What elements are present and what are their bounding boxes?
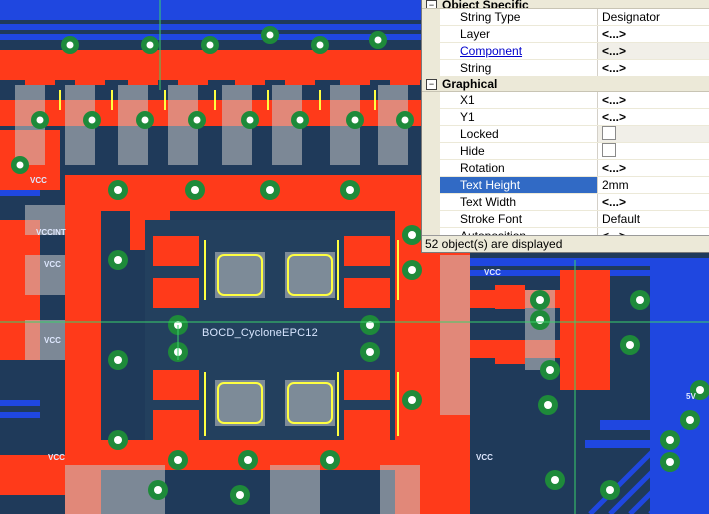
property-row-layer[interactable]: Layer <...> xyxy=(422,26,709,43)
property-name: Stroke Font xyxy=(440,211,598,227)
section-title: Graphical xyxy=(442,77,498,91)
net-label: VCC xyxy=(44,260,61,269)
vias xyxy=(11,26,709,505)
property-row-rotation[interactable]: Rotation <...> xyxy=(422,160,709,177)
collapse-icon[interactable]: − xyxy=(426,79,437,90)
property-name: Layer xyxy=(440,26,598,42)
row-gutter xyxy=(422,109,440,125)
property-row-text-height[interactable]: Text Height 2mm xyxy=(422,177,709,194)
hide-checkbox[interactable] xyxy=(602,143,616,157)
property-value[interactable]: <...> xyxy=(598,43,709,59)
net-label: 5V xyxy=(686,392,696,401)
collapse-icon[interactable]: − xyxy=(426,0,437,8)
property-value[interactable] xyxy=(598,143,709,159)
row-gutter xyxy=(422,9,440,25)
property-name: Rotation xyxy=(440,160,598,176)
net-label: VCC xyxy=(44,336,61,345)
row-gutter xyxy=(422,26,440,42)
property-value[interactable]: <...> xyxy=(602,93,627,107)
net-label: VCC xyxy=(48,453,65,462)
silkscreen-outlines xyxy=(59,90,399,436)
row-gutter xyxy=(422,92,440,108)
property-name: String xyxy=(440,60,598,76)
property-value[interactable]: <...> xyxy=(602,61,627,75)
net-label: VCC xyxy=(476,453,493,462)
section-graphical[interactable]: −Graphical xyxy=(422,77,709,92)
row-gutter xyxy=(422,177,440,193)
property-name: String Type xyxy=(440,9,598,25)
property-row-y1[interactable]: Y1 <...> xyxy=(422,109,709,126)
property-row-stroke-font[interactable]: Stroke Font Default xyxy=(422,211,709,228)
property-name: Text Height xyxy=(440,177,598,193)
row-gutter xyxy=(422,211,440,227)
status-bar: 52 object(s) are displayed xyxy=(422,235,709,252)
row-gutter xyxy=(422,194,440,210)
net-label: VCCINT xyxy=(36,228,66,237)
section-object-specific[interactable]: −Object Specific xyxy=(422,0,709,9)
property-row-text-width[interactable]: Text Width <...> xyxy=(422,194,709,211)
row-gutter xyxy=(422,60,440,76)
component-link[interactable]: Component xyxy=(440,43,598,59)
section-title: Object Specific xyxy=(442,0,529,9)
row-gutter xyxy=(422,126,440,142)
property-value[interactable] xyxy=(598,126,709,142)
property-value[interactable]: 2mm xyxy=(602,178,629,192)
inner-components xyxy=(25,55,608,440)
net-label: VCC xyxy=(484,268,501,277)
component-designator-label[interactable]: BOCD_CycloneEPC12 xyxy=(202,327,318,339)
property-value[interactable]: <...> xyxy=(602,27,627,41)
property-name: Locked xyxy=(440,126,598,142)
property-row-locked[interactable]: Locked xyxy=(422,126,709,143)
row-gutter xyxy=(422,160,440,176)
net-label: VCC xyxy=(30,176,47,185)
property-value[interactable]: <...> xyxy=(602,195,627,209)
property-value[interactable]: <...> xyxy=(602,161,627,175)
property-value[interactable]: Designator xyxy=(602,10,661,24)
row-gutter xyxy=(422,143,440,159)
property-row-string-type[interactable]: String Type Designator xyxy=(422,9,709,26)
property-value[interactable]: <...> xyxy=(602,110,627,124)
locked-checkbox[interactable] xyxy=(602,126,616,140)
property-row-string[interactable]: String <...> xyxy=(422,60,709,77)
inspector-panel[interactable]: −Object Specific String Type Designator … xyxy=(421,0,709,253)
property-row-hide[interactable]: Hide xyxy=(422,143,709,160)
property-name: Hide xyxy=(440,143,598,159)
property-row-component[interactable]: Component <...> xyxy=(422,43,709,60)
property-name: Y1 xyxy=(440,109,598,125)
property-name: Text Width xyxy=(440,194,598,210)
row-gutter xyxy=(422,43,440,59)
property-row-x1[interactable]: X1 <...> xyxy=(422,92,709,109)
property-name: X1 xyxy=(440,92,598,108)
property-value[interactable]: Default xyxy=(602,212,641,226)
